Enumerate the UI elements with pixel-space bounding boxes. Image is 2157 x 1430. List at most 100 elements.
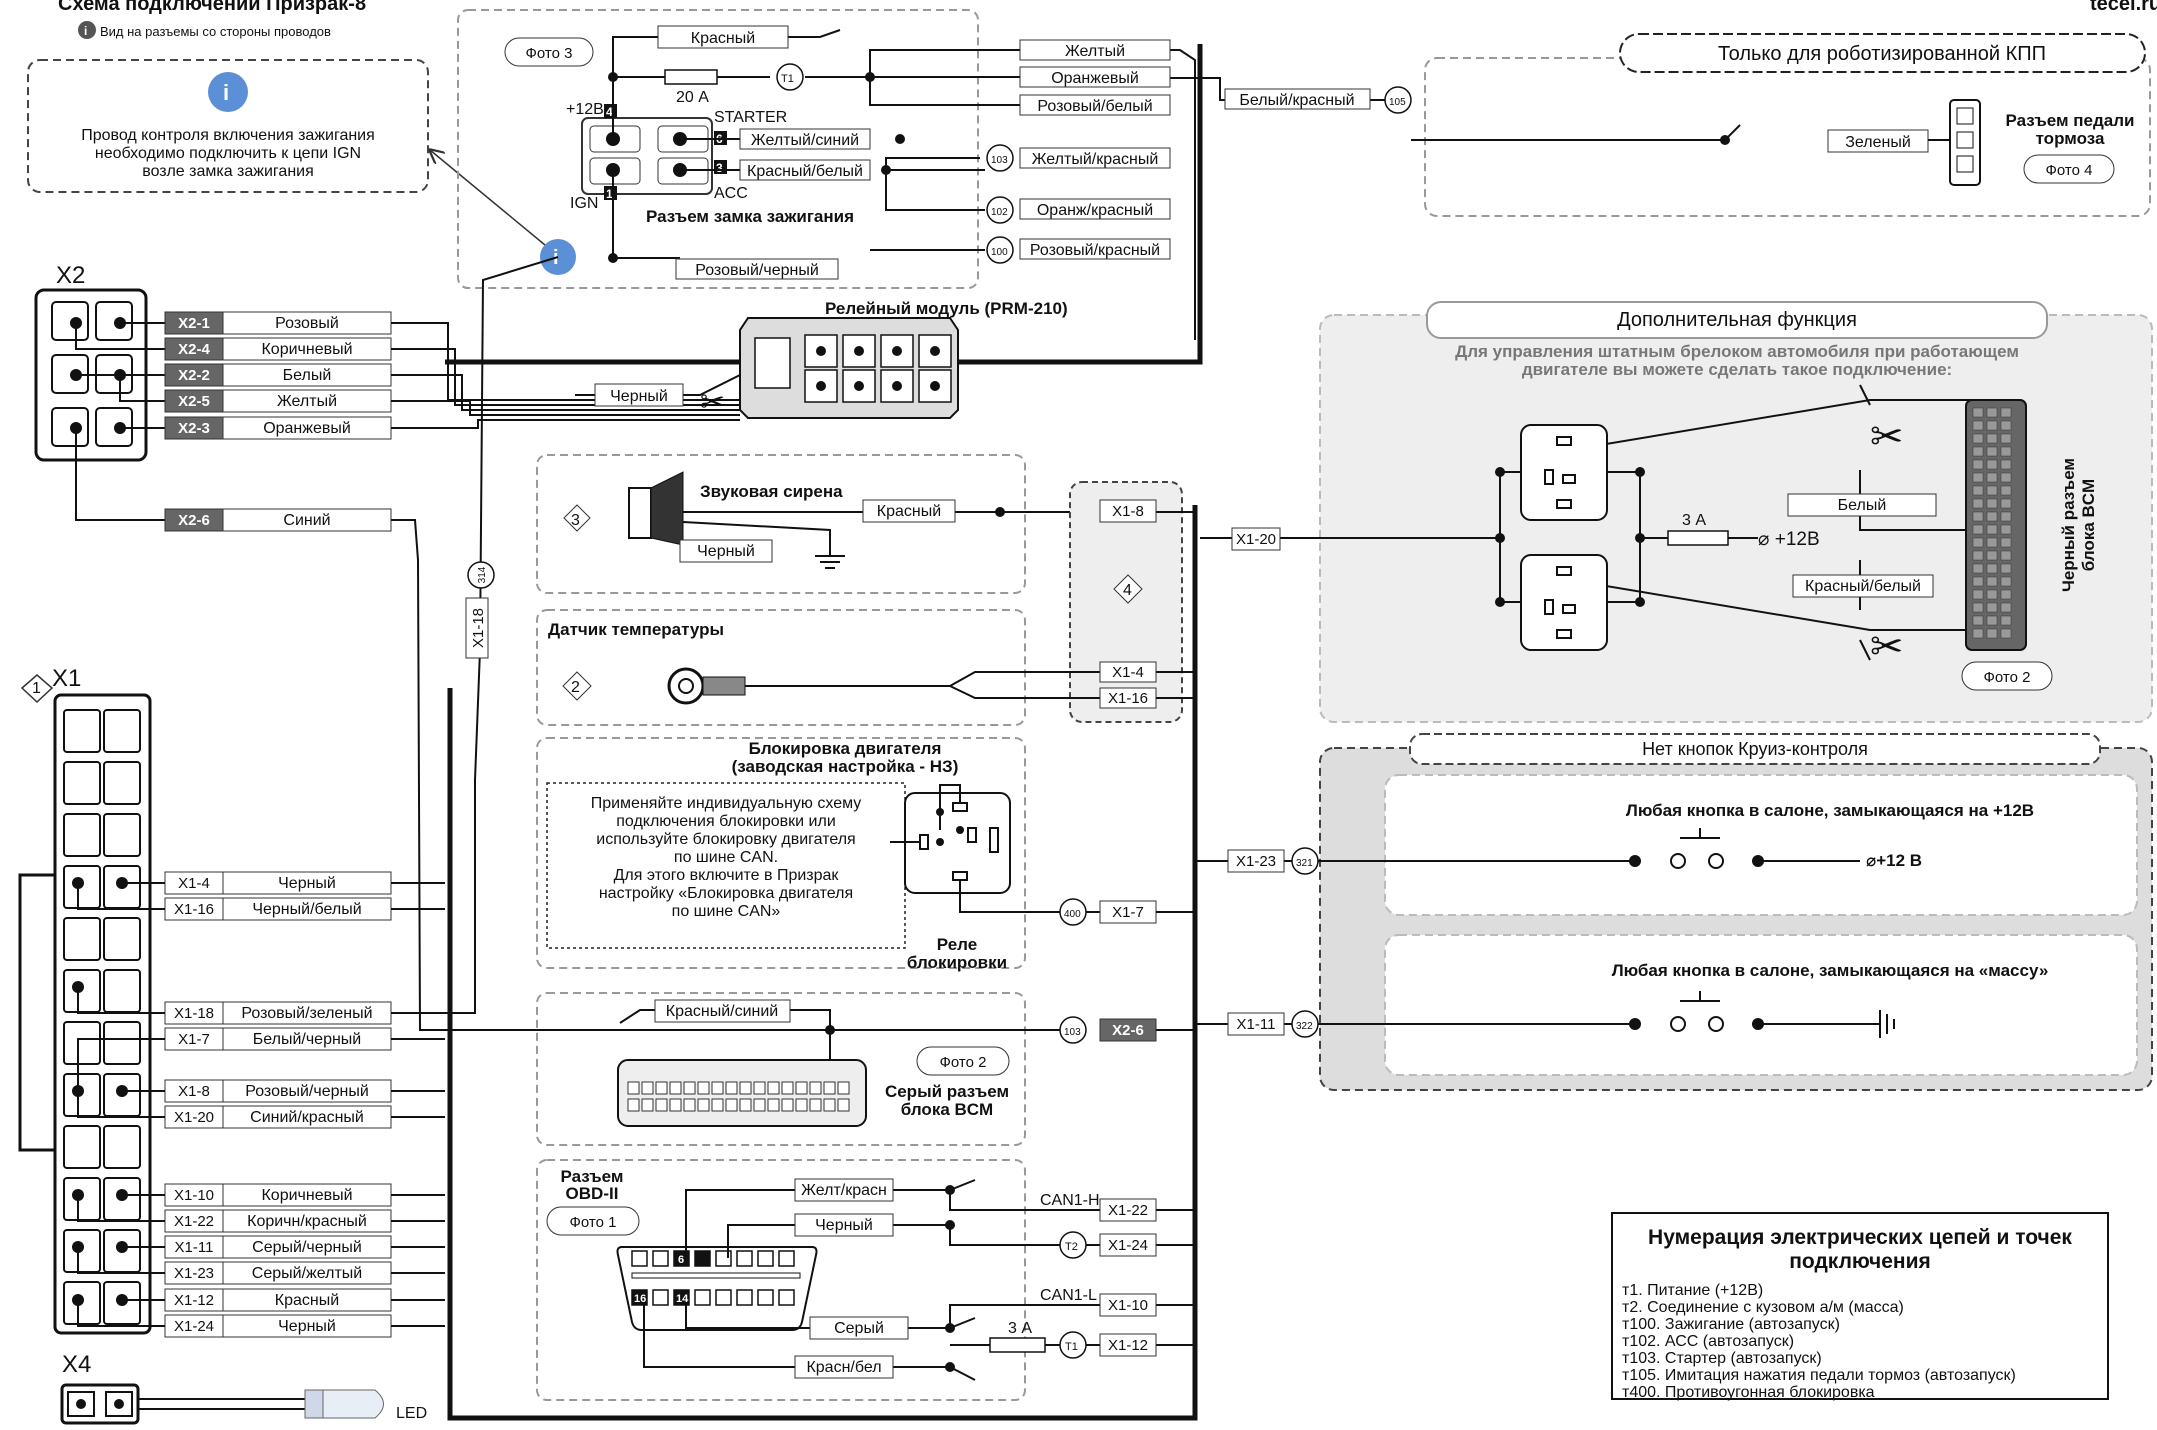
obd-wire-yellow-red: Желт/красн bbox=[801, 1182, 887, 1199]
photo3-label: Фото 3 bbox=[526, 45, 573, 62]
x1-row-wire: Коричн/красный bbox=[247, 1213, 367, 1230]
bcm-black-label-1: Черный разъем bbox=[2059, 458, 2078, 592]
block-relay-label-1: Реле bbox=[937, 935, 977, 954]
cruise-title: Нет кнопок Круиз-контроля bbox=[1642, 739, 1868, 759]
cruise-x1-23-tag: X1-23 bbox=[1236, 853, 1276, 870]
obd-wire-grey: Серый bbox=[834, 1320, 884, 1337]
block-text-line: по шине CAN. bbox=[674, 849, 778, 866]
ignition-group bbox=[457, 9, 979, 289]
x1-row-wire: Черный bbox=[278, 875, 336, 892]
x1-row-tag: X1-24 bbox=[174, 1318, 214, 1335]
cruise-plus12-label: ⌀+12 В bbox=[1866, 851, 1922, 870]
obd-pin-number: 16 bbox=[634, 1293, 646, 1305]
obd-wire-red-white: Красн/бел bbox=[806, 1359, 881, 1376]
x1-row-wire: Черный bbox=[278, 1318, 336, 1335]
photo4-label: Фото 4 bbox=[2046, 162, 2093, 179]
x1-row-tag: X1-7 bbox=[178, 1031, 210, 1048]
wire-yellow-blue: Желтый/синий bbox=[751, 132, 859, 149]
extra-redwhite-wire: Красный/белый bbox=[1805, 578, 1921, 595]
x1-name: X1 bbox=[52, 665, 81, 692]
temp-x1-16-tag: X1-16 bbox=[1108, 690, 1148, 707]
pin-acc-label: ACC bbox=[714, 185, 748, 202]
svg-text:3: 3 bbox=[571, 512, 580, 529]
svg-text:103: 103 bbox=[1064, 1027, 1081, 1038]
obd-fuse-label: 3 А bbox=[1008, 1320, 1032, 1337]
extra-desc-1: Для управления штатным брелоком автомоби… bbox=[1455, 342, 2019, 361]
ign-note-line1: Провод контроля включения зажигания bbox=[81, 127, 375, 144]
obd-wire-black: Черный bbox=[815, 1217, 873, 1234]
svg-text:322: 322 bbox=[1296, 1021, 1313, 1032]
ground-icon bbox=[1879, 1010, 1895, 1038]
brand-text: tecel.ru bbox=[2090, 0, 2157, 15]
x2-row-wire: Желтый bbox=[277, 393, 337, 410]
wire-red-white: Красный/белый bbox=[747, 163, 863, 180]
led-icon bbox=[304, 1389, 384, 1419]
pedal-label-1: Разъем педали bbox=[2006, 111, 2135, 130]
legend-item: т400. Противоугонная блокировка bbox=[1622, 1384, 1875, 1401]
x2-row-wire: Оранжевый bbox=[263, 420, 351, 437]
wire-pink-white: Розовый/белый bbox=[1037, 98, 1152, 115]
x1-row-wire: Серый/черный bbox=[252, 1239, 362, 1256]
can-l-label: CAN1-L bbox=[1040, 1287, 1097, 1304]
obd-tag-x1-10: X1-10 bbox=[1108, 1297, 1148, 1314]
svg-text:i: i bbox=[223, 80, 229, 105]
extra-desc-2: двигателе вы можете сделать такое подклю… bbox=[1522, 360, 1952, 379]
x2-row-tag: X2-5 bbox=[178, 393, 210, 410]
wire-pink-black: Розовый/черный bbox=[695, 262, 819, 279]
bcm-grey-label-1: Серый разъем bbox=[885, 1082, 1009, 1101]
pedal-label-2: тормоза bbox=[2036, 129, 2105, 148]
x2-row-tag: X2-2 bbox=[178, 367, 210, 384]
svg-text:103: 103 bbox=[991, 155, 1008, 166]
x2-6-tag: X2-6 bbox=[178, 512, 210, 529]
legend-title-1: Нумерация электрических цепей и точек bbox=[1648, 1226, 2072, 1249]
svg-text:102: 102 bbox=[991, 207, 1008, 218]
ign-note-line2: необходимо подключить к цепи IGN bbox=[95, 145, 361, 162]
wire-yellow: Желтый bbox=[1065, 43, 1125, 60]
pin-starter-label: STARTER bbox=[714, 109, 787, 126]
block-relay-label-2: блокировки bbox=[907, 953, 1007, 972]
wire-orange-red: Оранж/красный bbox=[1037, 202, 1153, 219]
x2-row-wire: Белый bbox=[283, 367, 332, 384]
obd-pin-number: 6 bbox=[678, 1254, 684, 1266]
legend-item: т1. Питание (+12В) bbox=[1622, 1282, 1763, 1299]
photo2-bcm-label: Фото 2 bbox=[1984, 669, 2031, 686]
x1-row-wire: Серый/желтый bbox=[252, 1265, 362, 1282]
grey-bcm-group bbox=[536, 992, 1026, 1146]
obd-title-1: Разъем bbox=[560, 1167, 623, 1186]
page-title: Схема подключений Призрак-8 bbox=[58, 0, 366, 15]
block-text-line: используйте блокировку двигателя bbox=[596, 831, 855, 848]
cruise-x1-11-tag: X1-11 bbox=[1237, 1016, 1276, 1033]
push-button-icon bbox=[1629, 853, 1764, 869]
extra-fuse-label: 3 А bbox=[1682, 512, 1706, 529]
svg-text:105: 105 bbox=[1389, 97, 1406, 108]
ground-icon bbox=[815, 555, 845, 569]
push-button-icon bbox=[1629, 1016, 1764, 1032]
x1-row-tag: X1-16 bbox=[174, 901, 214, 918]
extra-plus-label: ⌀ +12В bbox=[1758, 529, 1820, 550]
led-label: LED bbox=[396, 1405, 427, 1422]
photo2-grey-label: Фото 2 bbox=[940, 1054, 987, 1071]
ign-note-line3: возле замка зажигания bbox=[142, 163, 314, 180]
obd-title-2: OBD-II bbox=[566, 1184, 619, 1203]
wire-orange: Оранжевый bbox=[1051, 70, 1139, 87]
x1-row-wire: Коричневый bbox=[261, 1187, 352, 1204]
x1-row-tag: X1-8 bbox=[178, 1083, 210, 1100]
legend-box bbox=[1611, 1212, 2109, 1400]
x1-18-vert-tag: X1-18 bbox=[470, 608, 487, 648]
cruise-btn1-label: Любая кнопка в салоне, замыкающаяся на +… bbox=[1626, 801, 2034, 820]
legend-item: т2. Соединение с кузовом а/м (масса) bbox=[1622, 1299, 1904, 1316]
legend-item: т105. Имитация нажатия педали тормоз (ав… bbox=[1622, 1367, 2016, 1384]
obd-connector bbox=[616, 1246, 818, 1331]
svg-text:321: 321 bbox=[1296, 858, 1313, 869]
x1-row-tag: X1-22 bbox=[174, 1213, 214, 1230]
block-text-line: Для этого включите в Призрак bbox=[614, 867, 840, 884]
bcm-grey-label-2: блока BCM bbox=[901, 1100, 993, 1119]
wire-white-red: Белый/красный bbox=[1239, 92, 1354, 109]
header-note: Вид на разъемы со стороны проводов bbox=[100, 24, 331, 39]
x1-row-wire: Синий/красный bbox=[250, 1109, 364, 1126]
obd-group bbox=[536, 1159, 1026, 1401]
svg-text:100: 100 bbox=[991, 247, 1008, 258]
photo1-obd-label: Фото 1 bbox=[570, 1214, 617, 1231]
wire-pink-red: Розовый/красный bbox=[1030, 242, 1160, 259]
